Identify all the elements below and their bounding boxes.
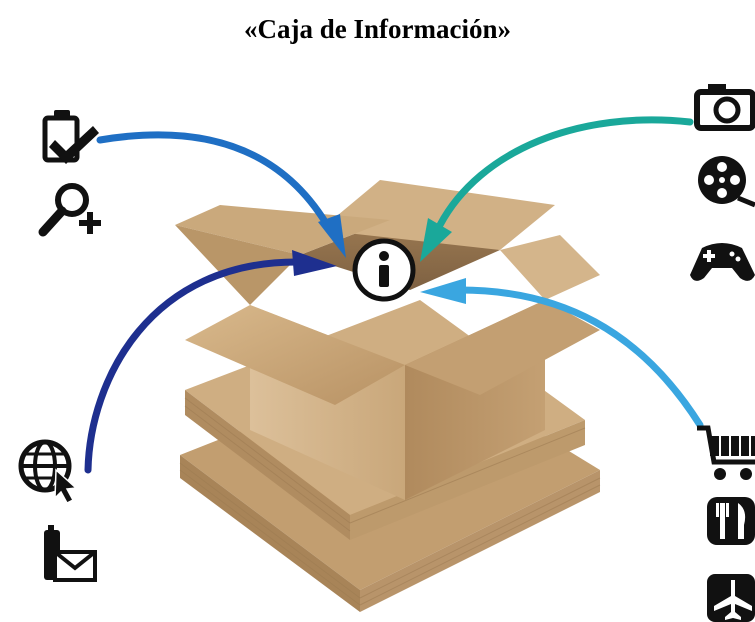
phone-mail-icon	[44, 525, 97, 582]
film-reel-icon	[698, 156, 755, 208]
airplane-icon	[707, 574, 755, 622]
camera-icon	[694, 84, 755, 131]
arrow-clipboard-to-info	[96, 131, 334, 234]
info-icon	[352, 238, 416, 302]
restaurant-icon	[707, 497, 755, 545]
arrow-web-to-info	[84, 258, 304, 474]
arrow-camera-to-info	[436, 116, 694, 229]
cart-icon	[697, 425, 755, 480]
flow-arrows	[84, 116, 704, 474]
arrow-cart-to-info	[456, 286, 704, 429]
clipboard-check-icon	[42, 110, 99, 164]
globe-cursor-icon	[18, 439, 78, 504]
zoom-in-icon	[38, 183, 101, 237]
gamepad-icon	[690, 243, 755, 281]
open-cardboard-box	[175, 180, 600, 500]
diagram-title: «Caja de Información»	[244, 14, 511, 44]
